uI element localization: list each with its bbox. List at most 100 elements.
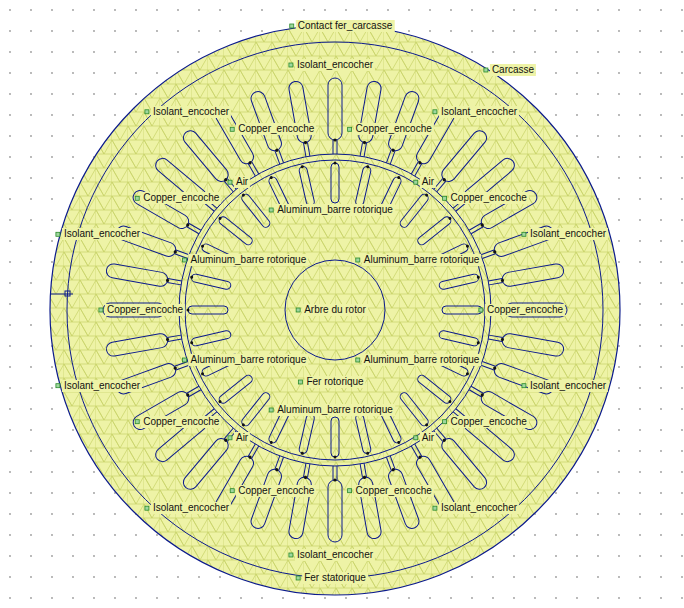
block-label-marker bbox=[230, 489, 234, 493]
region-label: Isolant_encocher bbox=[62, 228, 142, 240]
rotor-bar bbox=[239, 191, 271, 228]
block-label-marker bbox=[443, 196, 447, 200]
rotor-bar bbox=[298, 413, 315, 455]
region-label: Copper_encoche bbox=[141, 416, 221, 428]
region-label: Isolant_encocher bbox=[528, 228, 608, 240]
stator-bore bbox=[179, 154, 491, 466]
region-label: Copper_encoche bbox=[354, 123, 434, 135]
rotor-bar bbox=[331, 417, 339, 459]
region-label: Air bbox=[420, 432, 436, 444]
stator-slot bbox=[288, 80, 315, 157]
region-label: Arbre du rotor bbox=[302, 304, 368, 316]
block-label-marker bbox=[348, 489, 352, 493]
stator-slot bbox=[153, 156, 220, 216]
frame-inner-circle bbox=[67, 42, 603, 578]
stator-slot bbox=[328, 78, 342, 154]
stator-slot bbox=[430, 425, 490, 492]
region-label: Air bbox=[420, 176, 436, 188]
stator-slot bbox=[430, 128, 490, 195]
block-label-marker bbox=[230, 127, 234, 131]
block-label-marker bbox=[356, 358, 360, 362]
rotor-bar bbox=[298, 164, 315, 206]
region-label: Aluminum_barre rotorique bbox=[362, 254, 482, 266]
block-label-marker bbox=[414, 180, 418, 184]
region-label: Fer statorique bbox=[302, 572, 368, 584]
block-label-marker bbox=[433, 506, 437, 510]
stator-slot bbox=[181, 128, 241, 195]
stator-slot bbox=[153, 405, 220, 465]
block-label-marker bbox=[145, 110, 149, 114]
region-label: Contact fer_carcasse bbox=[296, 20, 395, 32]
rotor-bar bbox=[416, 374, 453, 406]
region-label: Copper_encoche bbox=[105, 304, 185, 316]
block-label-marker bbox=[56, 232, 60, 236]
region-label: Carcasse bbox=[490, 64, 536, 76]
stator-slot bbox=[105, 330, 182, 357]
rotor-bar bbox=[399, 191, 431, 228]
block-label-marker bbox=[348, 127, 352, 131]
region-label: Copper_encoche bbox=[141, 192, 221, 204]
block-label-marker bbox=[290, 24, 294, 28]
rotor-bar bbox=[189, 273, 231, 290]
stator-slot bbox=[487, 263, 564, 290]
stator-slot bbox=[328, 466, 342, 542]
rotor-bar bbox=[216, 374, 253, 406]
rotor-bar bbox=[355, 164, 372, 206]
rotor-bar bbox=[442, 306, 484, 314]
region-label: Copper_encoche bbox=[236, 123, 316, 135]
motor-geometry bbox=[50, 25, 620, 595]
block-label-marker bbox=[479, 308, 483, 312]
region-label: Isolant_encocher bbox=[295, 59, 375, 71]
stator-slot bbox=[105, 263, 182, 290]
stator-slot bbox=[450, 156, 517, 216]
region-label: Aluminum_barre rotorique bbox=[189, 354, 309, 366]
rotor-bar bbox=[187, 306, 229, 314]
block-label-marker bbox=[522, 232, 526, 236]
region-label: Copper_encoche bbox=[449, 192, 529, 204]
stator-slot bbox=[355, 80, 382, 157]
region-label: Aluminum_barre rotorique bbox=[275, 404, 395, 416]
block-label-marker bbox=[145, 506, 149, 510]
stator-slot bbox=[450, 405, 517, 465]
region-label: Air bbox=[234, 432, 250, 444]
shaft-circle bbox=[285, 260, 385, 360]
stator-slot bbox=[487, 330, 564, 357]
block-label-marker bbox=[269, 408, 273, 412]
region-label: Isolant_encocher bbox=[439, 502, 519, 514]
rotor-bar bbox=[399, 391, 431, 428]
block-label-marker bbox=[228, 436, 232, 440]
stator-slot bbox=[181, 425, 241, 492]
block-label-marker bbox=[484, 68, 488, 72]
rotor-bar bbox=[239, 391, 271, 428]
region-label: Air bbox=[234, 176, 250, 188]
region-label: Isolant_encocher bbox=[62, 380, 142, 392]
boundary-marker bbox=[65, 291, 70, 296]
region-label: Aluminum_barre rotorique bbox=[275, 204, 395, 216]
region-label: Aluminum_barre rotorique bbox=[362, 354, 482, 366]
rotor-bar bbox=[331, 162, 339, 204]
block-label-marker bbox=[135, 420, 139, 424]
rotor-bar bbox=[416, 214, 453, 246]
rotor-bar bbox=[189, 330, 231, 347]
rotor-bar bbox=[438, 330, 480, 347]
block-label-marker bbox=[228, 180, 232, 184]
block-label-marker bbox=[99, 308, 103, 312]
block-label-marker bbox=[414, 436, 418, 440]
block-label-marker bbox=[522, 384, 526, 388]
rotor-bar bbox=[216, 214, 253, 246]
region-label: Copper_encoche bbox=[354, 485, 434, 497]
block-label-marker bbox=[289, 553, 293, 557]
block-label-marker bbox=[296, 308, 300, 312]
region-label: Isolant_encocher bbox=[528, 380, 608, 392]
block-label-marker bbox=[183, 258, 187, 262]
block-label-marker bbox=[289, 63, 293, 67]
region-label: Isolant_encocher bbox=[151, 106, 231, 118]
outer-boundary bbox=[50, 25, 620, 595]
region-label: Aluminum_barre rotorique bbox=[189, 254, 309, 266]
block-label-marker bbox=[298, 380, 302, 384]
region-label: Isolant_encocher bbox=[151, 502, 231, 514]
region-label: Isolant_encocher bbox=[439, 106, 519, 118]
block-label-marker bbox=[56, 384, 60, 388]
